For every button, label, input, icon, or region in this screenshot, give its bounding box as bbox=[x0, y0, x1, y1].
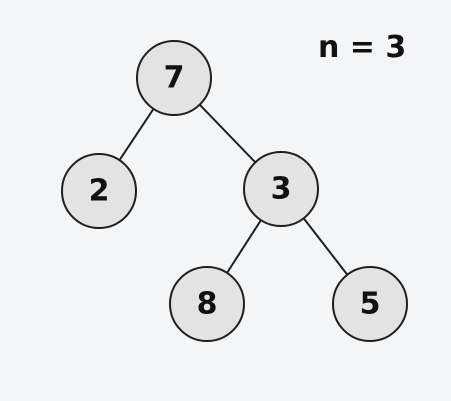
node-label: 8 bbox=[197, 287, 218, 322]
node-circle bbox=[243, 151, 319, 227]
node-circle bbox=[136, 40, 212, 116]
node-right-left: 8 bbox=[169, 266, 245, 342]
node-circle bbox=[332, 266, 408, 342]
node-label: 3 bbox=[271, 172, 292, 207]
node-right-right: 5 bbox=[332, 266, 408, 342]
node-label: 2 bbox=[89, 174, 110, 209]
node-circle bbox=[169, 266, 245, 342]
node-circle bbox=[61, 153, 137, 229]
edge-root-to-right bbox=[198, 103, 257, 164]
node-label: 7 bbox=[164, 61, 185, 96]
edge-right-to-right-right bbox=[302, 217, 349, 276]
n-annotation: n = 3 bbox=[318, 30, 407, 65]
edge-root-to-left bbox=[118, 108, 155, 161]
edge-right-to-right-left bbox=[226, 219, 262, 274]
node-right: 3 bbox=[243, 151, 319, 227]
tree-nodes: 7 2 3 8 5 bbox=[61, 40, 408, 342]
node-root: 7 bbox=[136, 40, 212, 116]
node-label: 5 bbox=[360, 287, 381, 322]
tree-edges bbox=[118, 103, 349, 276]
node-left: 2 bbox=[61, 153, 137, 229]
